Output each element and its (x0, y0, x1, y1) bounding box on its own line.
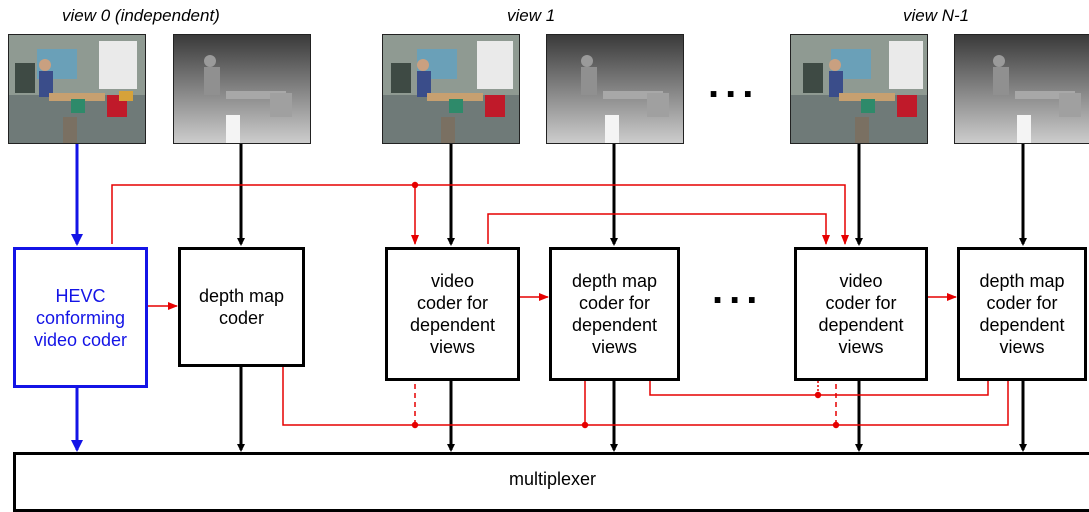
view-0-video-image (8, 34, 146, 144)
view-1-depth-image (546, 34, 684, 144)
depth-map-coder-block: depth map coder (178, 247, 305, 367)
view-1-label: view 1 (507, 6, 556, 25)
depth-coder-dependent-1-block: depth map coder for dependent views (549, 247, 680, 381)
view-n-1-depth-image (954, 34, 1089, 144)
view-0-depth-image (173, 34, 311, 144)
view-n-1-label: view N-1 (903, 6, 970, 25)
video-coder-dependent-n-block: video coder for dependent views (794, 247, 928, 381)
connection-wires (71, 144, 1027, 452)
view-1-video-image (382, 34, 520, 144)
hevc-video-coder-block: HEVC conforming video coder (13, 247, 148, 388)
view-n-1-video-image (790, 34, 928, 144)
multiplexer-label: multiplexer (508, 469, 597, 489)
multiplexer-block: multiplexer (13, 452, 1089, 512)
video-coder-dependent-1-block: video coder for dependent views (385, 247, 520, 381)
view-0-label: view 0 (independent) (62, 6, 220, 25)
mvhevc-diagram: view 0 (independent) view 1 view N-1 (8, 6, 1089, 512)
flow-arrows (237, 144, 1027, 452)
junction-dots (411, 181, 840, 429)
depth-coder-dependent-n-block: depth map coder for dependent views (957, 247, 1087, 381)
